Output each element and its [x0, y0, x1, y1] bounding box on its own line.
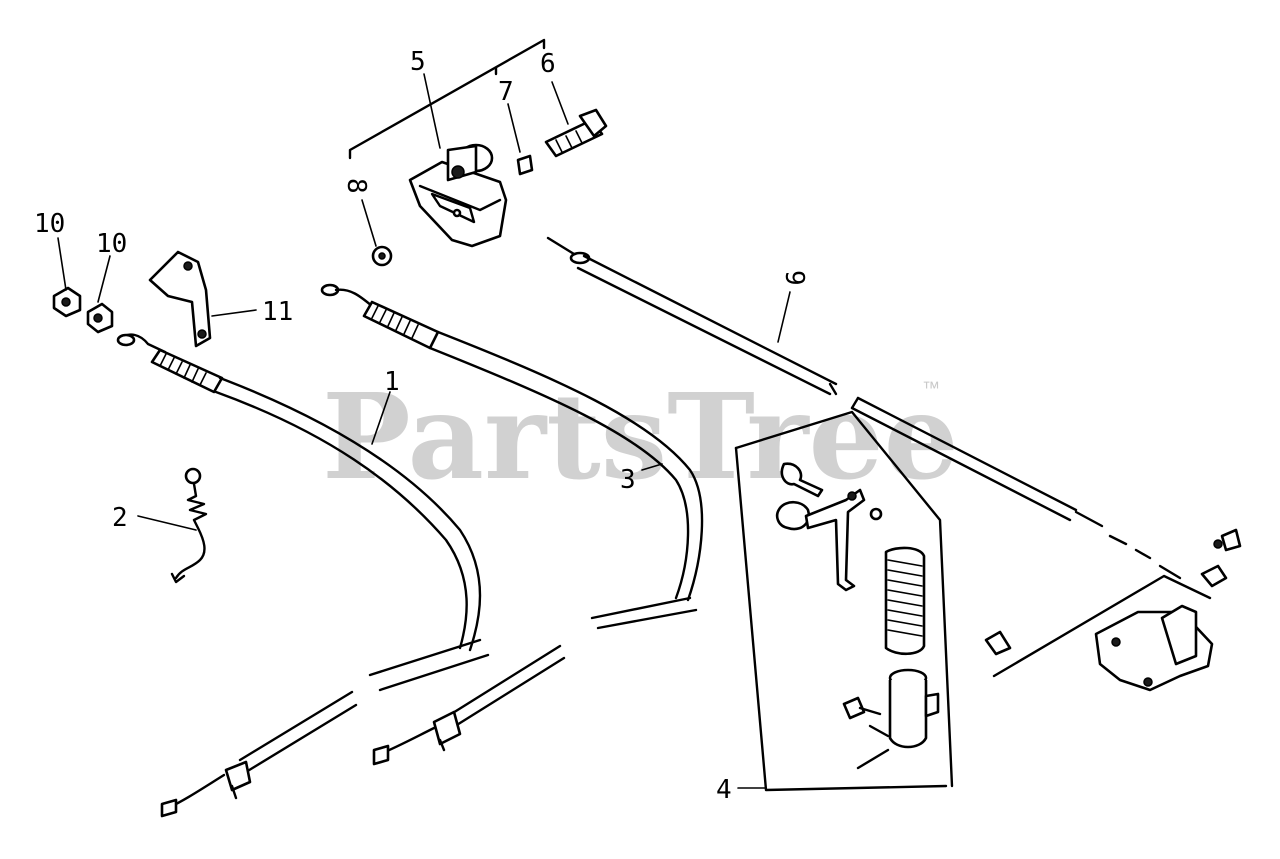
callout-4: 4 — [716, 775, 732, 805]
cable-1[interactable] — [116, 333, 490, 818]
spring-wire-2[interactable] — [170, 467, 208, 584]
callout-1: 1 — [384, 367, 400, 397]
right-bracket-plate[interactable] — [984, 528, 1242, 692]
linkage-assembly-4[interactable] — [734, 410, 954, 792]
callout-6: 6 — [540, 49, 556, 79]
rod-9[interactable] — [546, 236, 1182, 580]
callout-11: 11 — [262, 297, 293, 327]
control-bracket-group[interactable] — [348, 38, 608, 267]
callout-labels: 1 2 3 4 5 6 7 8 9 10 10 11 — [34, 47, 809, 805]
bracket-11[interactable] — [148, 250, 212, 348]
callout-10b: 10 — [96, 229, 127, 259]
callout-10a: 10 — [34, 209, 65, 239]
nut-10a[interactable] — [52, 286, 82, 318]
callout-leaders — [57, 73, 791, 789]
cable-3[interactable] — [320, 283, 704, 766]
callout-8: 8 — [341, 178, 371, 194]
callout-5: 5 — [410, 47, 426, 77]
callout-2: 2 — [112, 503, 128, 533]
trademark-symbol: ™ — [922, 378, 940, 398]
nut-10b[interactable] — [86, 302, 114, 334]
callout-7: 7 — [498, 77, 514, 107]
watermark-text: PartsTree — [322, 367, 959, 506]
callout-3: 3 — [620, 465, 636, 495]
callout-9: 9 — [779, 270, 809, 286]
watermark: PartsTree ™ — [322, 367, 959, 506]
